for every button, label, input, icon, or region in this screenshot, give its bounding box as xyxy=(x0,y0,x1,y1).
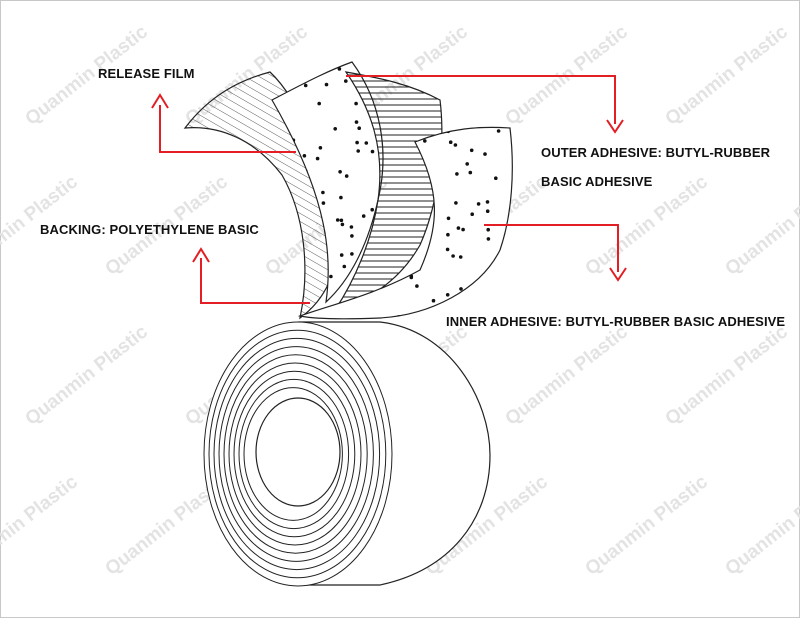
watermark-text: Quanmin Plastic xyxy=(661,21,792,129)
watermark-text: Quanmin Plastic xyxy=(501,321,632,429)
roll-ring xyxy=(213,337,381,571)
release-film-arrow xyxy=(159,105,296,153)
roll-ring xyxy=(228,362,362,546)
roll-ring xyxy=(238,378,350,530)
release-film-label: RELEASE FILM xyxy=(98,66,195,81)
watermark-text: Quanmin Plastic xyxy=(721,171,800,279)
inner-adhesive-arrowhead xyxy=(609,267,627,282)
roll-ring xyxy=(233,370,356,538)
tape-roll xyxy=(203,321,491,587)
release-film-arrowhead xyxy=(151,93,169,109)
backing-arrow xyxy=(200,258,310,304)
backing-arrowhead xyxy=(192,247,210,263)
watermark-text: Quanmin Plastic xyxy=(721,471,800,579)
roll-ring xyxy=(223,354,368,554)
watermark-text: Quanmin Plastic xyxy=(661,321,792,429)
outer-adhesive-label-line2: BASIC ADHESIVE xyxy=(541,174,653,189)
roll-ring xyxy=(218,346,374,562)
backing-layer xyxy=(333,71,443,312)
roll-ring xyxy=(208,329,387,579)
outer-adhesive-arrow xyxy=(346,75,616,124)
watermark-text: Quanmin Plastic xyxy=(0,471,82,579)
outer-adhesive-arrowhead xyxy=(606,119,624,134)
backing-label: BACKING: POLYETHYLENE BASIC xyxy=(40,222,259,237)
callout-arrows xyxy=(151,75,627,304)
roll-ring xyxy=(243,387,343,521)
watermark-text: Quanmin Plastic xyxy=(581,471,712,579)
inner-adhesive-label: INNER ADHESIVE: BUTYL-RUBBER BASIC ADHES… xyxy=(446,314,786,329)
inner-adhesive-arrow xyxy=(484,224,619,272)
watermark-text: Quanmin Plastic xyxy=(21,321,152,429)
outer-adhesive-label-line1: OUTER ADHESIVE: BUTYL-RUBBER xyxy=(541,145,771,160)
